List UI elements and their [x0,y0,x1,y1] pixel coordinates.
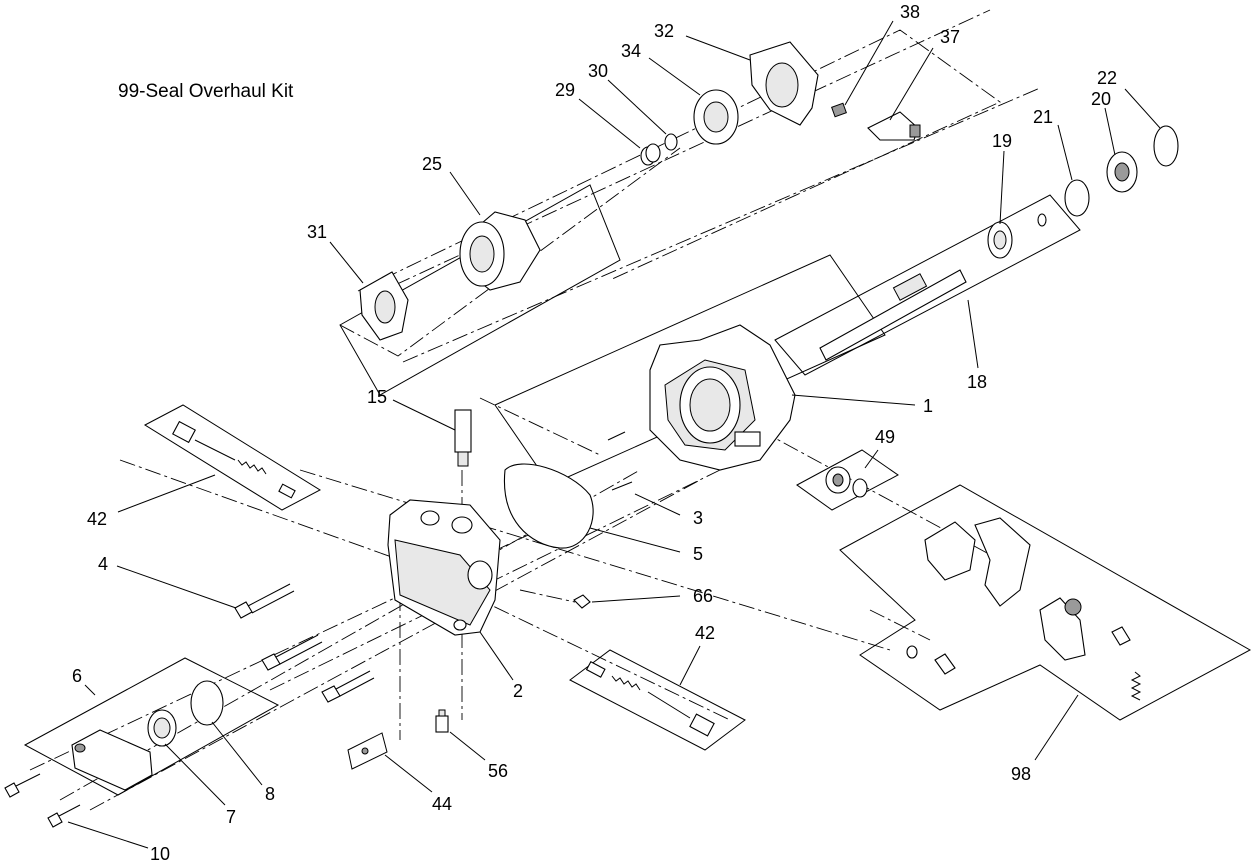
seal-part-34 [693,89,739,145]
bearing-part-49 [825,466,868,498]
ring-part-21 [1064,179,1090,217]
valve-part-42-lower [585,660,715,737]
callout-6: 6 [72,666,82,686]
plug-part-66 [573,594,591,609]
callout-31: 31 [307,222,327,242]
callout-15: 15 [367,387,387,407]
callout-66: 66 [693,586,713,606]
callout-25: 25 [422,154,442,174]
callout-1: 1 [923,396,933,416]
bearing-part-20 [1106,151,1138,193]
callout-18: 18 [967,372,987,392]
cover-part-6 [71,729,153,791]
callout-42-upper: 42 [87,509,107,529]
end-cap-part-2 [387,499,501,636]
callout-37: 37 [940,27,960,47]
bolt-part-10 [4,773,81,828]
callout-8: 8 [265,784,275,804]
kit-box-98 [839,484,1252,721]
bolt-part-c [261,634,323,671]
callout-49: 49 [875,427,895,447]
callout-38: 38 [900,2,920,22]
o-ring-part-8 [190,680,224,726]
callout-22: 22 [1097,68,1117,88]
callout-4: 4 [98,554,108,574]
callout-7: 7 [226,807,236,827]
kit-box-6-8 [23,657,280,796]
callout-30: 30 [588,61,608,81]
plug-part-56 [435,709,449,733]
parts [4,41,1179,828]
kit-box-49 [796,449,899,511]
gasket-part-5 [503,463,594,549]
callout-56: 56 [488,761,508,781]
lever-part-37 [867,111,921,141]
callout-98: 98 [1011,764,1031,784]
o-ring-part-30 [664,133,678,151]
kit-box-main [494,254,886,486]
callout-10: 10 [150,844,170,864]
fitting-part-15 [454,409,472,467]
snap-ring-part-22 [1153,125,1179,167]
cover-part-32 [749,41,819,126]
lever-assembly-part-98 [906,517,1142,701]
callout-5: 5 [693,544,703,564]
spring-part-29 [640,143,661,166]
callout-42-lower: 42 [695,623,715,643]
kit-box-44 [347,732,388,770]
callout-3: 3 [693,508,703,528]
callout-20: 20 [1091,89,1111,109]
kit-box-18 [774,194,1081,376]
leader-lines [67,20,1161,849]
valve-part-42-upper [172,420,296,499]
shaft-part-18 [819,213,1047,361]
housing-part-1 [607,324,796,491]
kit-box-42-upper [143,404,322,511]
bolt-part-d [321,670,375,703]
bolt-part-4 [234,583,295,619]
kit-box-42-lower [569,649,746,751]
callout-29: 29 [555,80,575,100]
callout-21: 21 [1033,107,1053,127]
part-44 [361,747,369,755]
callout-labels: 1 2 3 4 5 6 7 8 10 15 18 19 20 21 22 25 … [72,2,1117,864]
callout-44: 44 [432,794,452,814]
callout-2: 2 [513,681,523,701]
plate-part-31 [359,271,409,341]
rotating-group-part-25 [459,211,541,291]
callout-34: 34 [621,41,641,61]
callout-19: 19 [992,131,1012,151]
callout-32: 32 [654,21,674,41]
block-part-38 [831,102,847,118]
rotor-part-7 [147,709,177,747]
kit-title: 99-Seal Overhaul Kit [118,81,294,102]
